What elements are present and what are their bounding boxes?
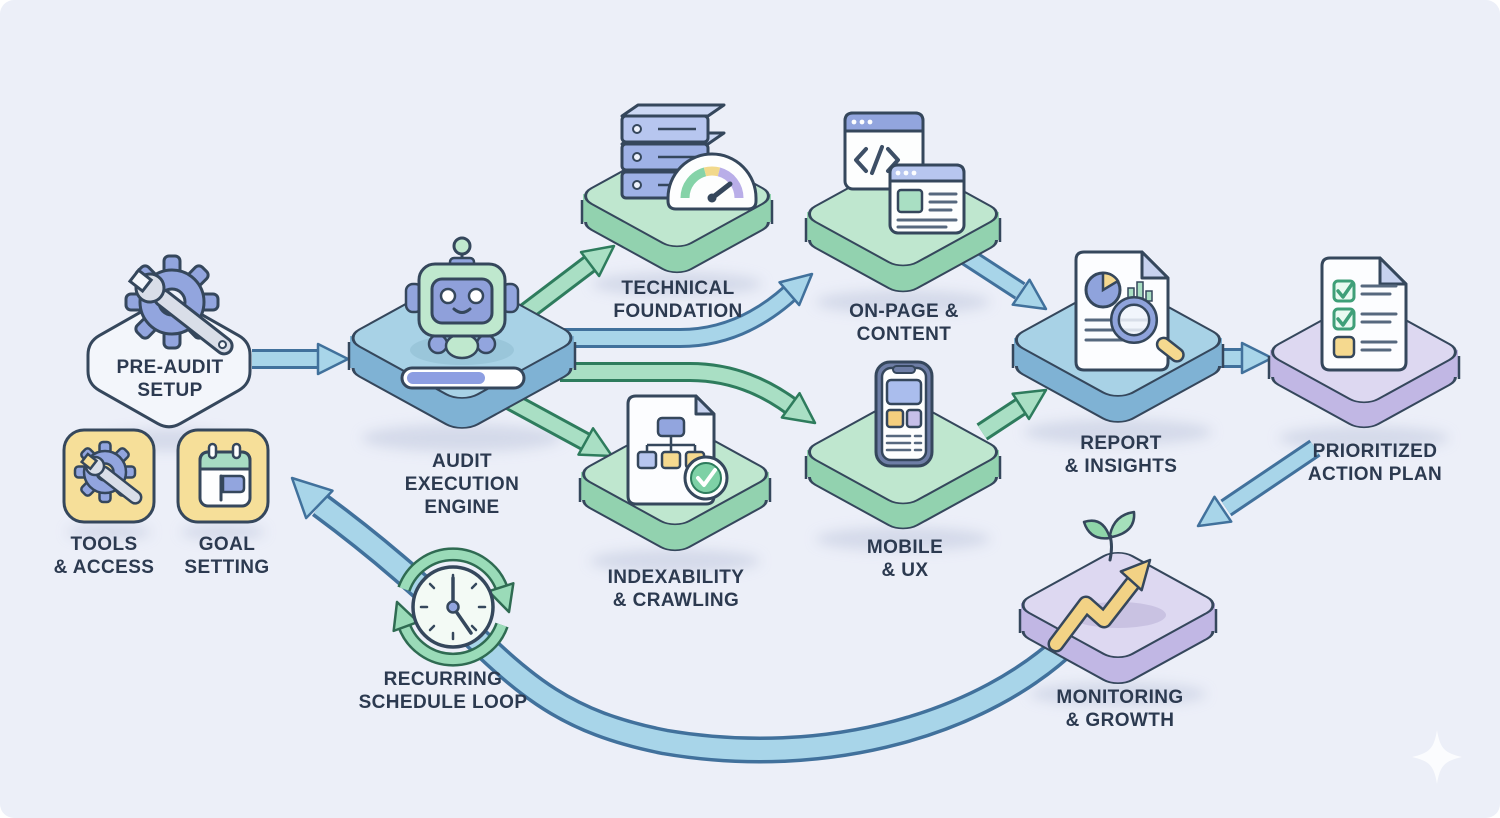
- report-document-magnifier-icon: [1074, 250, 1185, 372]
- node-label-monitoring-growth: MONITORING & GROWTH: [1056, 687, 1184, 731]
- checklist-document-icon: [1320, 256, 1408, 372]
- arrow-engine-to-indexability: [500, 389, 614, 458]
- node-label-audit-execution-engine: AUDIT EXECUTION ENGINE: [404, 451, 520, 518]
- arrow-onpage-to-report: [954, 243, 1048, 311]
- node-label-technical-foundation: TECHNICAL FOUNDATION: [613, 278, 743, 322]
- node-label-on-page-content: ON-PAGE & CONTENT: [849, 301, 959, 345]
- arrow-engine-to-onpage: [560, 272, 814, 348]
- robot-icon: [404, 236, 520, 360]
- arrow-setup-to-engine: [252, 342, 350, 376]
- node-label-pre-audit-setup: PRE-AUDIT SETUP: [116, 357, 224, 401]
- arrow-plan-to-monitoring: [1196, 439, 1321, 528]
- sparkle-icon: [1412, 730, 1462, 784]
- node-label-prioritized-action-plan: PRIORITIZED ACTION PLAN: [1307, 441, 1443, 485]
- server-stack-gauge-icon: [620, 103, 758, 211]
- calendar-flag-icon: [176, 428, 270, 524]
- node-label-goal-setting: GOAL SETTING: [184, 534, 270, 578]
- magnifier-icon: [1109, 295, 1185, 363]
- arrow-engine-to-mobile: [560, 362, 817, 425]
- node-label-tools-access: TOOLS & ACCESS: [53, 534, 155, 578]
- sitemap-document-check-icon: [626, 394, 729, 506]
- growth-arrow-sprout-icon: [1047, 510, 1152, 653]
- gear-wrench-icon: [124, 254, 234, 356]
- node-label-report-insights: REPORT & INSIGHTS: [1064, 433, 1178, 477]
- progress-bar: [400, 366, 526, 390]
- gear-wrench-badge-icon: [62, 428, 156, 524]
- smartphone-icon: [874, 360, 934, 468]
- node-label-indexability-crawling: INDEXABILITY & CRAWLING: [607, 567, 745, 611]
- platform-action-plan: [1267, 300, 1461, 429]
- node-label-recurring-schedule-loop: RECURRING SCHEDULE LOOP: [358, 669, 528, 713]
- node-label-mobile-ux: MOBILE & UX: [866, 537, 944, 581]
- browser-code-windows-icon: [843, 111, 966, 235]
- platform-shadows: [67, 272, 1449, 706]
- clock-refresh-icon: [392, 547, 515, 667]
- speed-gauge-icon: [666, 152, 758, 211]
- arrow-mobile-to-report: [976, 388, 1048, 441]
